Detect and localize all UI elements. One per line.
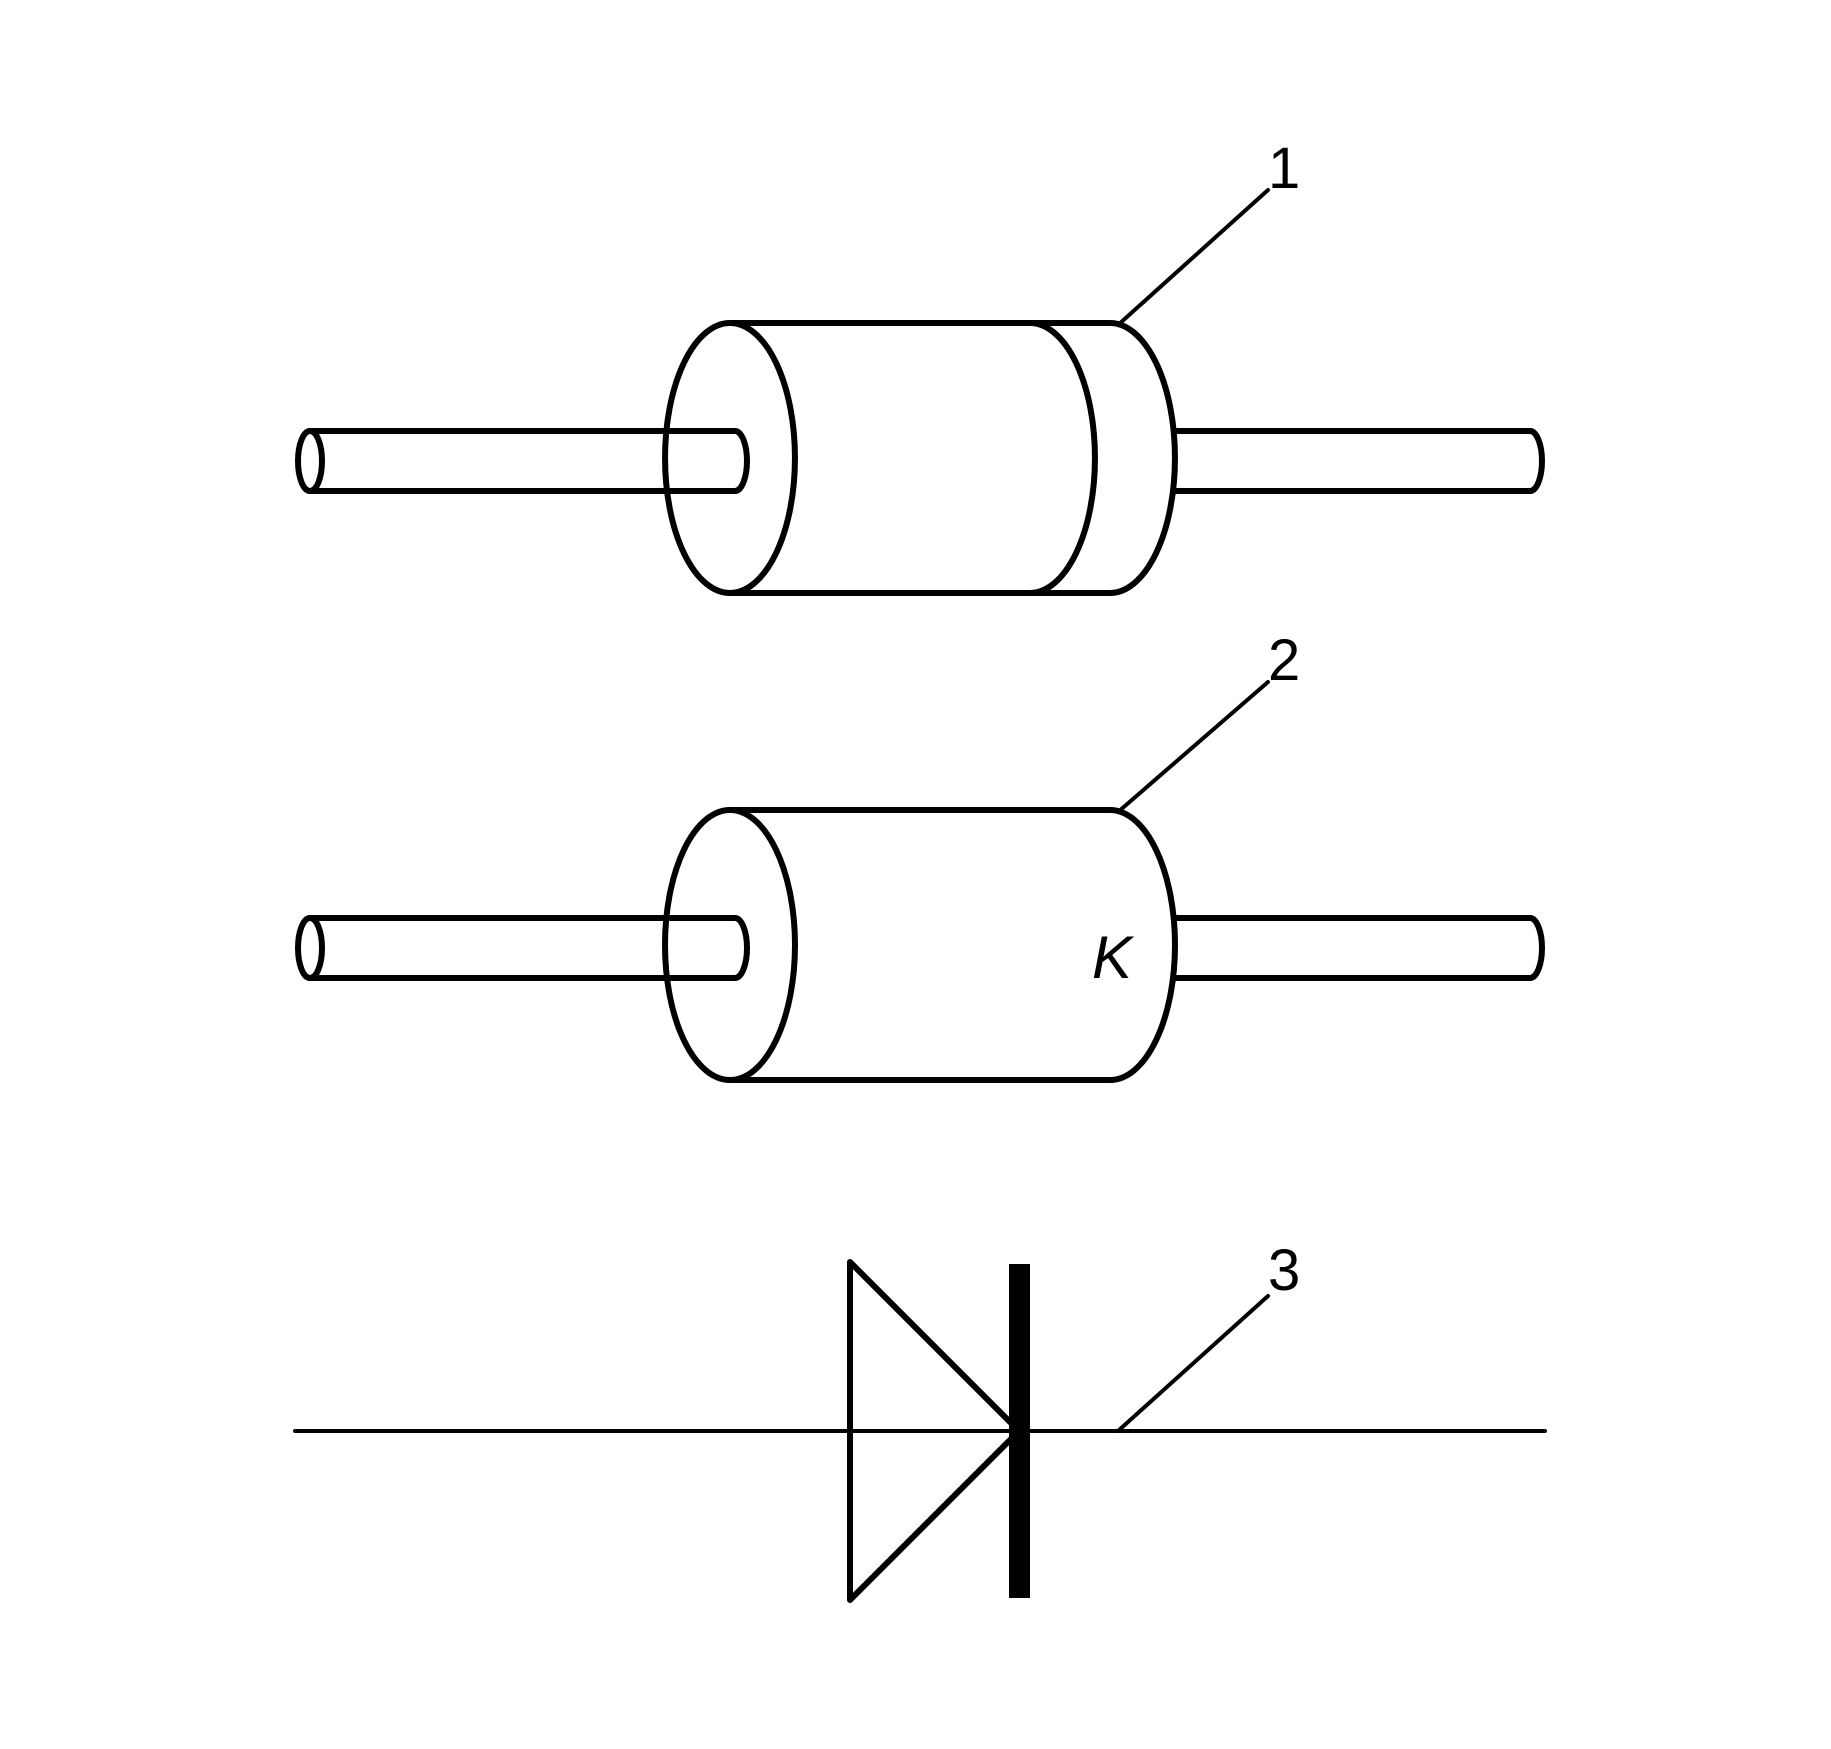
left-lead-end-1: [295, 428, 325, 494]
right-lead-1: [1167, 428, 1545, 494]
leader-line-1: [1116, 188, 1270, 327]
lead-entry-1: [667, 428, 750, 494]
cathode-band-edge-1: [1027, 320, 1098, 596]
right-lead-2: [1167, 915, 1545, 981]
leader-line-2: [1116, 680, 1270, 814]
body-cylinder-1: [662, 320, 1178, 596]
cathode-bar: [1009, 1264, 1030, 1598]
callout-3: 3: [1268, 1238, 1300, 1303]
left-lead-end-2: [295, 915, 325, 981]
cathode-marking: K: [1092, 924, 1135, 991]
front-face-1: [727, 320, 798, 596]
front-face-2: [727, 807, 798, 1083]
callout-1: 1: [1268, 136, 1300, 201]
body-cylinder-2: [662, 807, 1178, 1083]
callout-2: 2: [1268, 628, 1300, 693]
diode-with-marking: K: [295, 807, 1545, 1083]
diode-symbol: [293, 1259, 1547, 1603]
lead-entry-2: [667, 915, 750, 981]
diode-with-band: [295, 320, 1545, 596]
anode-triangle: [847, 1259, 1022, 1603]
leader-line-3: [1116, 1294, 1270, 1433]
